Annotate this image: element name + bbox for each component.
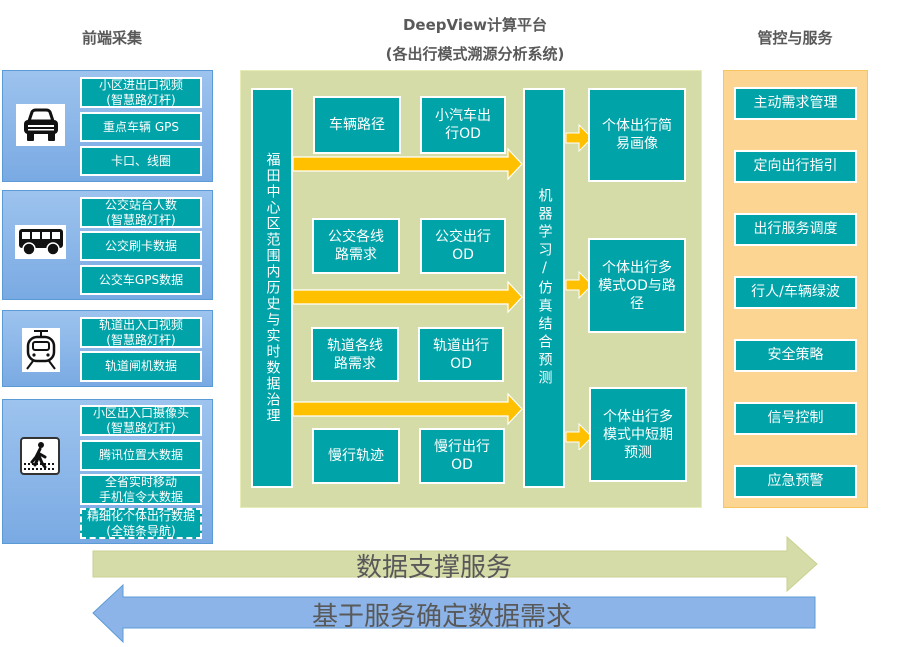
service-item: 行人/车辆绿波 — [734, 276, 857, 309]
demand-feedback-label: 基于服务确定数据需求 — [312, 602, 573, 632]
output-multimodal-od-path: 个体出行多 模式OD与路 径 — [588, 238, 686, 333]
source-panel-metro: 轨道出入口视频 (智慧路灯杆) 轨道闸机数据 — [2, 310, 213, 387]
bottom-arrows — [92, 535, 818, 644]
arrow-right-icon — [565, 123, 593, 153]
slow-traffic-od-box: 慢行出行 OD — [419, 428, 505, 484]
arrow-right-icon — [565, 422, 593, 450]
source-panel-pedestrian: 小区出入口摄像头 (智慧路灯杆) 腾讯位置大数据 全省实时移动 手机信令大数据 … — [2, 399, 213, 544]
source-item: 公交车GPS数据 — [80, 265, 202, 295]
bus-icon — [15, 225, 66, 259]
flow-arrows — [292, 147, 523, 426]
rail-od-box: 轨道出行 OD — [418, 327, 504, 382]
output-short-term-forecast: 个体出行多 模式中短期 预测 — [589, 387, 687, 482]
source-panel-bus: 公交站台人数 (智慧路灯杆) 公交刷卡数据 公交车GPS数据 — [2, 190, 213, 300]
car-icon — [16, 104, 65, 146]
demand-feedback-arrow — [92, 583, 816, 644]
arrow-right-icon — [292, 280, 523, 314]
service-item: 信号控制 — [734, 402, 857, 435]
source-item: 重点车辆 GPS — [80, 112, 202, 142]
arrow-right-icon — [565, 270, 593, 300]
service-item: 定向出行指引 — [734, 150, 857, 183]
source-item-dashed: 精细化个体出行数据 (全链条导航) — [80, 508, 202, 539]
platform-title: DeepView计算平台 — [402, 16, 548, 34]
source-item: 公交站台人数 (智慧路灯杆) — [80, 197, 202, 228]
arrow-right-icon — [292, 147, 523, 181]
pedestrian-crossing-icon — [20, 437, 60, 475]
source-item: 轨道闸机数据 — [80, 351, 202, 382]
frontend-heading: 前端采集 — [81, 29, 142, 47]
metro-train-icon — [22, 328, 60, 372]
source-panel-car: 小区进出口视频 (智慧路灯杆) 重点车辆 GPS 卡口、线圈 — [2, 70, 213, 182]
service-item: 出行服务调度 — [734, 213, 857, 246]
source-item: 腾讯位置大数据 — [80, 440, 202, 471]
rail-line-demand-box: 轨道各线 路需求 — [311, 327, 399, 382]
source-item: 公交刷卡数据 — [80, 231, 202, 261]
service-item: 安全策略 — [734, 339, 857, 372]
services-heading: 管控与服务 — [757, 29, 833, 47]
arrow-right-icon — [292, 392, 523, 426]
car-od-box: 小汽车出 行OD — [420, 96, 506, 154]
ml-simulation-box: 机器学习/仿真结合预测 — [523, 88, 565, 488]
vehicle-path-box: 车辆路径 — [313, 96, 401, 154]
platform-subtitle: (各出行模式溯源分析系统) — [385, 45, 565, 63]
source-item: 卡口、线圈 — [80, 146, 202, 176]
source-item: 小区进出口视频 (智慧路灯杆) — [80, 77, 202, 108]
output-arrows — [565, 123, 593, 450]
data-support-label: 数据支撑服务 — [356, 553, 513, 583]
source-item: 全省实时移动 手机信令大数据 — [80, 474, 202, 505]
data-governance-box: 福田中心区范围内历史与实时数据治理 — [251, 88, 293, 488]
source-item: 轨道出入口视频 (智慧路灯杆) — [80, 317, 202, 348]
slow-traffic-trajectory-box: 慢行轨迹 — [312, 428, 400, 484]
service-item: 主动需求管理 — [734, 87, 857, 120]
bus-line-demand-box: 公交各线 路需求 — [312, 218, 400, 274]
service-item: 应急预警 — [734, 465, 857, 498]
output-simple-portrait: 个体出行简 易画像 — [588, 88, 686, 182]
bus-od-box: 公交出行 OD — [420, 218, 506, 274]
data-support-arrow — [92, 535, 818, 593]
source-item: 小区出入口摄像头 (智慧路灯杆) — [80, 405, 202, 436]
